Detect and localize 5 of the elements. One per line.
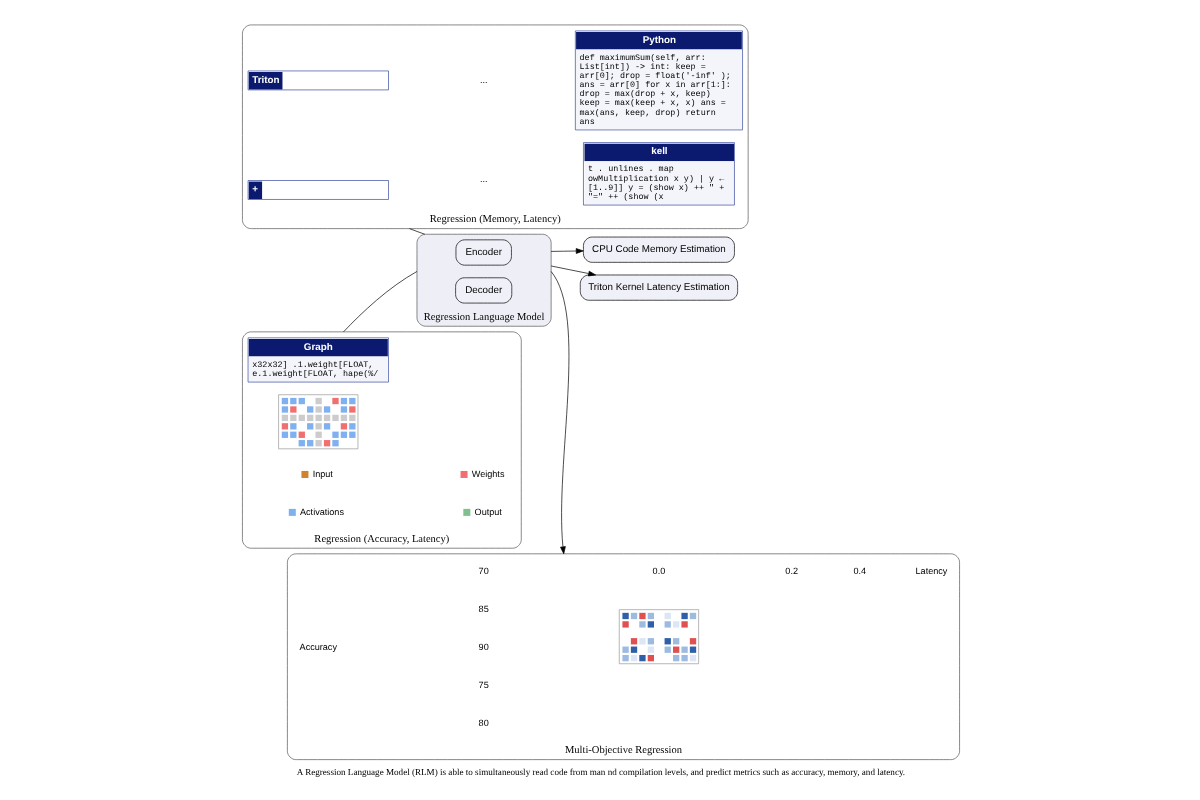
arrow <box>549 265 595 277</box>
arrow <box>549 271 569 555</box>
connector <box>342 271 417 333</box>
connector <box>408 228 425 235</box>
arrow <box>549 248 583 254</box>
